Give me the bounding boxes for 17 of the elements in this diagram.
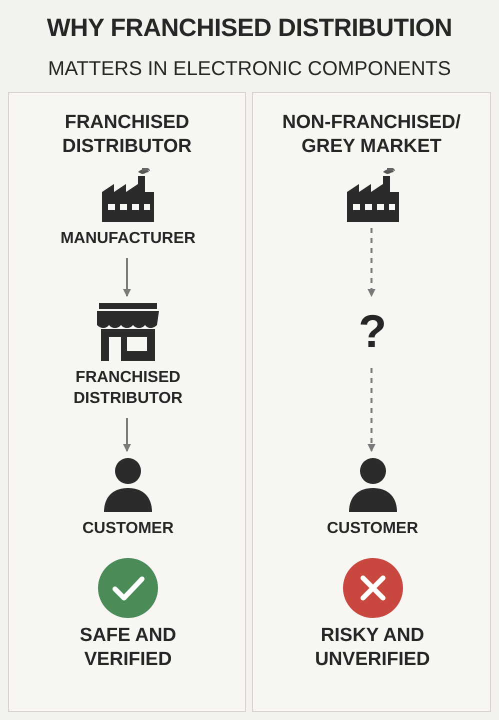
question-mark: ?	[358, 304, 387, 359]
node-label: FRANCHISED DISTRIBUTOR	[72, 368, 184, 409]
node-label: MANUFACTURER	[60, 229, 196, 249]
node-label: CUSTOMER	[326, 519, 418, 539]
panel-heading: NON-FRANCHISED/ GREY MARKET	[281, 111, 462, 159]
arrow	[368, 228, 376, 297]
panel	[8, 92, 246, 712]
arrow	[123, 418, 131, 452]
arrow	[368, 368, 376, 452]
subtitle: MATTERS IN ELECTRONIC COMPONENTS	[47, 58, 452, 81]
verdict-label: SAFE AND VERIFIED	[78, 624, 178, 672]
verdict-label: RISKY AND UNVERIFIED	[314, 624, 432, 672]
node-label: CUSTOMER	[82, 519, 174, 539]
arrow	[123, 258, 131, 297]
title: WHY FRANCHISED DISTRIBUTION	[46, 14, 454, 43]
panel-heading: FRANCHISED DISTRIBUTOR	[61, 111, 193, 159]
panel	[252, 92, 491, 712]
